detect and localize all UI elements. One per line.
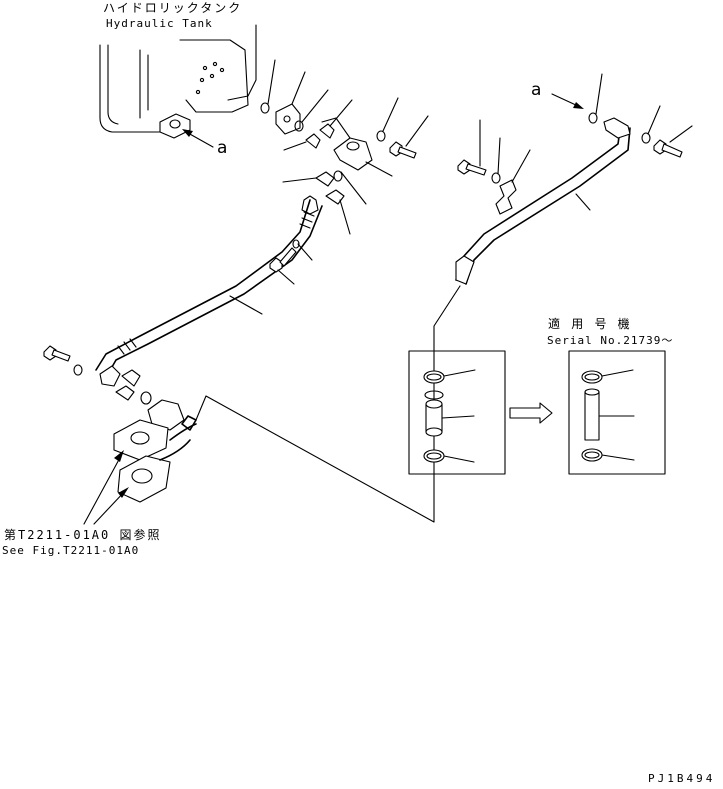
o-ring-tank <box>260 59 276 114</box>
detail-box-current <box>408 350 506 475</box>
tank-label-en: Hydraulic Tank <box>106 17 213 30</box>
tank-label-jp: ハイドロリックタンク <box>103 1 243 15</box>
pump-flange-assembly <box>113 399 197 503</box>
see-fig-leaders <box>83 450 129 525</box>
washer-mid-left <box>292 239 313 261</box>
flange-plate <box>275 71 306 135</box>
see-fig-label-jp: 第T2211-01A0 図参照 <box>4 528 162 542</box>
bolt-lower-left <box>43 345 71 362</box>
bolt-mid-left <box>269 247 297 285</box>
serial-label-jp: 適 用 号 機 <box>548 317 632 331</box>
bolt-left-top <box>389 115 429 159</box>
change-arrow <box>509 402 553 424</box>
o-ring-2 <box>294 89 329 132</box>
elbow-fitting <box>321 117 393 177</box>
right-drain-pipe <box>455 117 631 285</box>
connection-line <box>195 285 461 523</box>
serial-label-en: Serial No.21739～ <box>547 334 674 347</box>
drawing-code: PJ1B494 <box>648 772 716 785</box>
clamp-right <box>495 149 531 215</box>
washer-right-top <box>641 105 661 144</box>
detail-box-new <box>568 350 666 475</box>
split-flange-upper <box>283 99 353 151</box>
ref-a-right-label: a <box>531 80 542 100</box>
left-suction-pipe <box>95 195 323 375</box>
ref-a-left-label: a <box>217 138 228 158</box>
washer-right-mid <box>491 137 501 184</box>
see-fig-label-en: See Fig.T2211-01A0 <box>2 544 140 557</box>
bolt-right-top <box>653 125 693 158</box>
reference-arrow-a-right <box>551 93 584 109</box>
bolt-right-mid <box>457 119 487 176</box>
washer-left-top <box>376 97 399 142</box>
o-ring-right-top <box>588 73 603 124</box>
reference-arrow-a-left <box>182 129 214 148</box>
split-flange-lower-left <box>99 365 152 405</box>
washer-lower-left <box>73 364 83 376</box>
hydraulic-tank <box>99 24 257 139</box>
split-flange-lower <box>282 170 367 235</box>
